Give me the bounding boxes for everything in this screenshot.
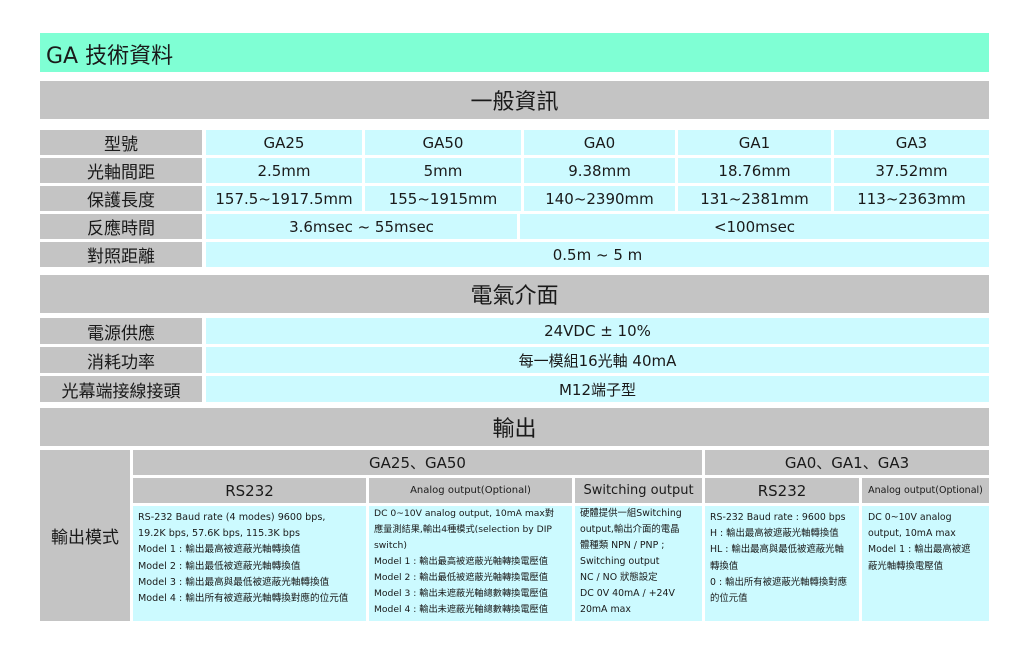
analog-a-line: 應量測結果,輸出4種模式(selection by DIP [374,524,552,535]
rs232-b-line: 0 : 輸出所有被遮蔽光軸轉換對應 [710,576,847,588]
consumption-value: 每一模組16光軸 40mA [206,347,989,373]
rs232-a-line: Model 4 : 輸出所有被遮蔽光軸轉換對應的位元值 [138,593,349,605]
rs232-a-line: 19.2K bps, 57.6K bps, 115.3K bps [138,528,300,540]
switching-details: 硬體提供一組Switching output,輸出介面的電晶 體種類 NPN /… [575,506,702,621]
col-header-analog-a: Analog output(Optional) [369,478,572,503]
rs232-b-line: HL : 輸出最高與最低被遮蔽光軸 [710,544,844,556]
group-header-ga25-ga50: GA25、GA50 [133,450,702,475]
output-mode-label: 輸出模式 [40,450,130,621]
analog-b-details: DC 0~10V analog output, 10mA max Model 1… [862,506,989,621]
group-header-ga0-ga1-ga3: GA0、GA1、GA3 [705,450,989,475]
model-ga1: GA1 [678,130,831,155]
analog-a-line: Model 1 : 輸出最高被遮蔽光軸轉換電壓值 [374,556,548,567]
pitch-label: 光軸間距 [40,158,202,183]
col-header-analog-b: Analog output(Optional) [862,478,989,503]
model-ga25: GA25 [206,130,362,155]
rs232-b-details: RS-232 Baud rate : 9600 bps H : 輸出最高被遮蔽光… [705,506,859,621]
rs232-a-line: Model 1 : 輸出最高被遮蔽光軸轉換值 [138,544,301,556]
switching-line: output,輸出介面的電晶 [580,524,680,535]
rs232-a-line: Model 2 : 輸出最低被遮蔽光軸轉換值 [138,560,301,572]
model-ga50: GA50 [365,130,521,155]
model-ga0: GA0 [524,130,675,155]
length-ga1: 131~2381mm [678,186,831,211]
rs232-a-line: RS-232 Baud rate (4 modes) 9600 bps, [138,512,326,523]
switching-line: DC 0V 40mA / +24V [580,588,675,599]
analog-b-line: DC 0~10V analog [868,512,952,523]
connector-value: M12端子型 [206,376,989,402]
section-header-output: 輸出 [40,408,989,446]
analog-a-line: Model 3 : 輸出未遮蔽光軸總數轉換電壓值 [374,588,548,599]
connector-label: 光幕端接線接頭 [40,376,202,402]
col-header-switching: Switching output [575,478,702,503]
section-header-electrical: 電氣介面 [40,275,989,313]
length-ga3: 113~2363mm [834,186,989,211]
pitch-ga3: 37.52mm [834,158,989,183]
pitch-ga0: 9.38mm [524,158,675,183]
power-label: 電源供應 [40,318,202,344]
page-title: GA 技術資料 [46,44,174,69]
analog-b-line: Model 1 : 輸出最高被遮 [868,544,971,556]
col-header-rs232-a: RS232 [133,478,366,503]
response-ga25-ga50: 3.6msec ~ 55msec [206,214,517,239]
title-banner: GA 技術資料 [40,33,989,72]
analog-a-line: Model 4 : 輸出未遮蔽光軸總數轉換電壓值 [374,604,548,615]
switching-line: NC / NO 狀態設定 [580,572,658,583]
range-value: 0.5m ~ 5 m [206,242,989,267]
rs232-b-line: RS-232 Baud rate : 9600 bps [710,512,846,523]
section-header-general: 一般資訊 [40,81,989,119]
switching-line: 20mA max [580,604,631,615]
length-ga0: 140~2390mm [524,186,675,211]
pitch-ga50: 5mm [365,158,521,183]
rs232-b-line: H : 輸出最高被遮蔽光軸轉換值 [710,528,839,540]
analog-b-line: 蔽光軸轉換電壓值 [868,560,944,572]
analog-a-details: DC 0~10V analog output, 10mA max對 應量測結果,… [369,506,572,621]
analog-a-line: DC 0~10V analog output, 10mA max對 [374,508,555,519]
model-label: 型號 [40,130,202,155]
length-ga25: 157.5~1917.5mm [206,186,362,211]
rs232-b-line: 轉換值 [710,560,739,572]
length-label: 保護長度 [40,186,202,211]
analog-b-line: output, 10mA max [868,528,956,540]
analog-a-line: switch) [374,540,407,551]
response-ga0-ga1-ga3: <100msec [520,214,989,239]
length-ga50: 155~1915mm [365,186,521,211]
pitch-ga1: 18.76mm [678,158,831,183]
pitch-ga25: 2.5mm [206,158,362,183]
rs232-a-details: RS-232 Baud rate (4 modes) 9600 bps, 19.… [133,506,366,621]
consumption-label: 消耗功率 [40,347,202,373]
model-ga3: GA3 [834,130,989,155]
response-label: 反應時間 [40,214,202,239]
power-value: 24VDC ± 10% [206,318,989,344]
switching-line: Switching output [580,556,660,567]
switching-line: 硬體提供一組Switching [580,508,682,519]
switching-line: 體種類 NPN / PNP ; [580,540,665,551]
range-label: 對照距離 [40,242,202,267]
rs232-a-line: Model 3 : 輸出最高與最低被遮蔽光軸轉換值 [138,576,330,588]
col-header-rs232-b: RS232 [705,478,859,503]
rs232-b-line: 的位元值 [710,593,748,605]
analog-a-line: Model 2 : 輸出最低被遮蔽光軸轉換電壓值 [374,572,548,583]
